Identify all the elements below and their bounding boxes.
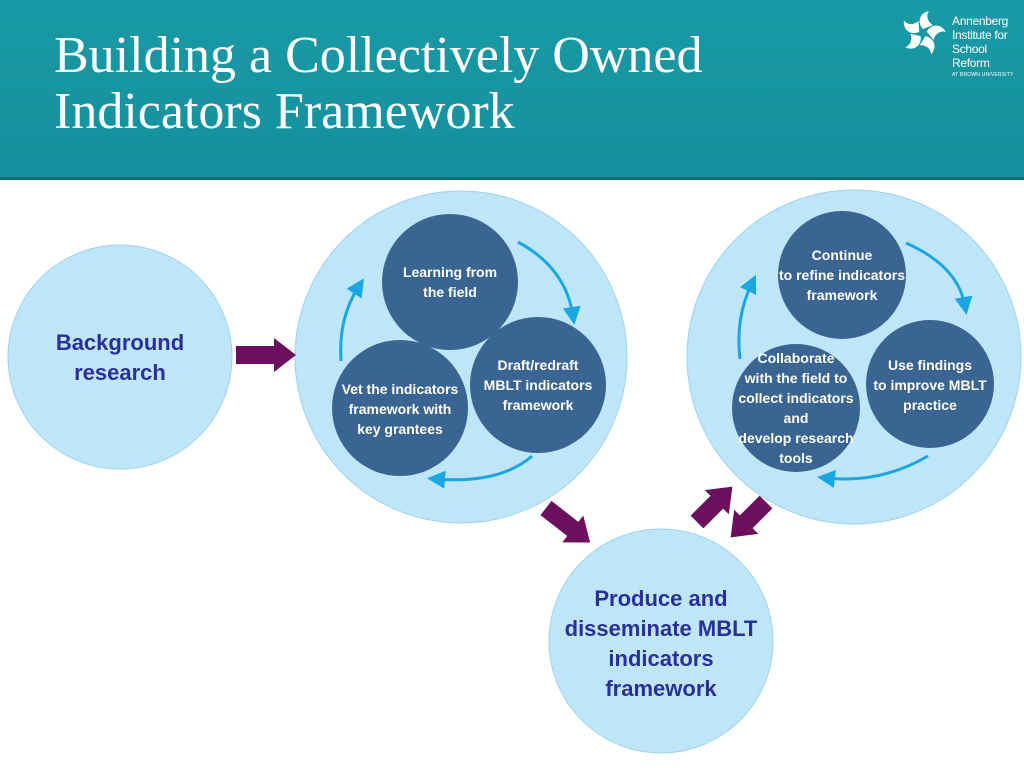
vet-circle bbox=[332, 340, 468, 476]
collaborate-circle bbox=[732, 344, 860, 472]
logo-line-3: School Reform bbox=[952, 42, 990, 70]
cycle-1-arrow-left bbox=[339, 278, 364, 362]
use-label: Use findings to improve MBLT practice bbox=[873, 357, 987, 413]
produce-label: Produce and disseminate MBLT indicators … bbox=[564, 586, 758, 701]
cycle-1-arrow-top bbox=[517, 240, 581, 325]
arrow-background-to-cycle-1 bbox=[236, 338, 296, 372]
annenberg-logo: Annenberg Institute for School Reform AT… bbox=[898, 8, 1018, 84]
learning-circle bbox=[382, 214, 518, 350]
draft-label: Draft/redraft MBLT indicators framework bbox=[483, 357, 593, 413]
title-banner: Building a Collectively Owned Indicators… bbox=[0, 0, 1024, 180]
cycle-2-arrow-top bbox=[905, 241, 973, 315]
produce-circle bbox=[548, 528, 774, 754]
background-research-circle bbox=[7, 244, 233, 470]
cycle-2-arrow-left bbox=[737, 274, 757, 360]
slide-title-line-1: Building a Collectively Owned bbox=[54, 27, 703, 84]
cycle-2-arrow-bottom bbox=[817, 454, 929, 488]
refine-label: Continue to refine indicators framework bbox=[778, 247, 906, 303]
background-research-label: Background research bbox=[55, 330, 185, 385]
vet-label: Vet the indicators framework with key gr… bbox=[341, 381, 459, 437]
draft-circle bbox=[470, 317, 606, 453]
logo-wordmark: Annenberg Institute for School Reform bbox=[952, 14, 1018, 70]
slide-title: Building a Collectively Owned Indicators… bbox=[54, 28, 854, 140]
slide-title-line-2: Indicators Framework bbox=[54, 83, 515, 140]
logo-subtitle: AT BROWN UNIVERSITY bbox=[952, 72, 1014, 78]
collaborate-label: Collaborate with the field to collect in… bbox=[738, 350, 854, 466]
cycle-1-arrow-bottom bbox=[427, 454, 533, 489]
arrow-cycle-2-to-produce bbox=[730, 495, 773, 538]
arrow-produce-to-cycle-2 bbox=[690, 486, 733, 529]
refine-circle bbox=[778, 211, 906, 339]
use-circle bbox=[866, 320, 994, 448]
learning-label: Learning from the field bbox=[402, 264, 498, 300]
pinwheel-icon bbox=[903, 11, 946, 55]
arrow-cycle-1-to-produce bbox=[540, 500, 591, 543]
logo-line-2: Institute for bbox=[952, 28, 1008, 42]
logo-line-1: Annenberg bbox=[952, 14, 1009, 28]
